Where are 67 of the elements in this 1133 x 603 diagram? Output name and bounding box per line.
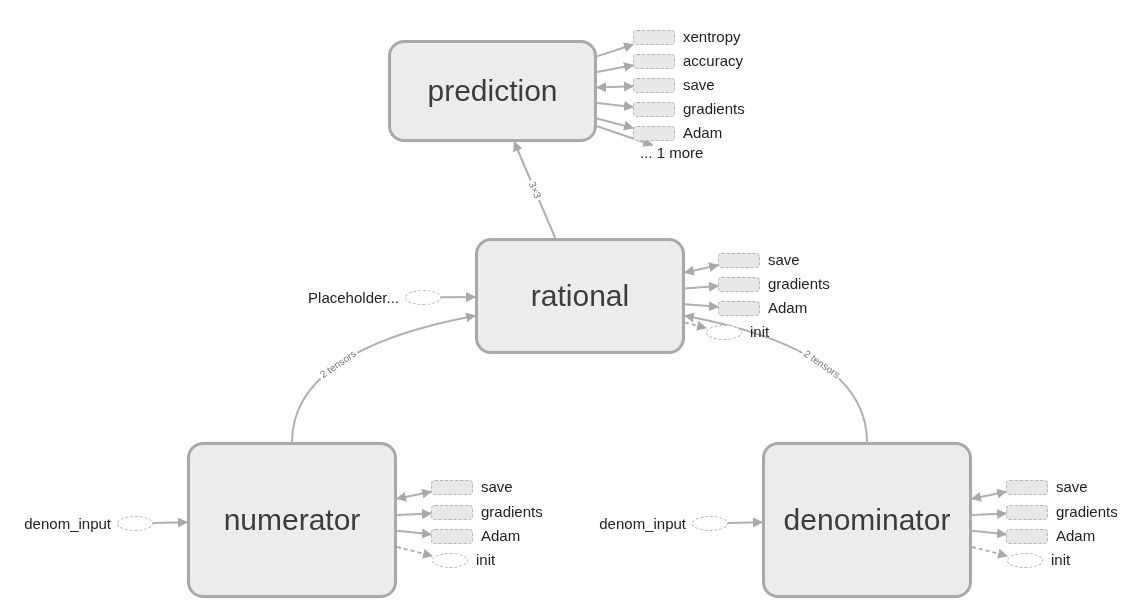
dashed-box [1006, 529, 1048, 544]
dashed-box [1006, 480, 1048, 495]
node-label: numerator [187, 442, 397, 598]
node-label: init [750, 323, 770, 340]
dashed-box [718, 277, 760, 292]
node-label: denom_input [599, 515, 686, 532]
node-label: rational [475, 238, 685, 354]
arrow [513, 141, 557, 239]
dashed-ellipse [1007, 553, 1043, 568]
arrow [684, 301, 719, 312]
dashed-box [633, 102, 675, 117]
dashed-box [633, 78, 675, 93]
dashed-ellipse [405, 290, 441, 305]
node-label: Adam [481, 527, 521, 544]
node-label: init [1051, 551, 1071, 568]
node-label: xentropy [683, 28, 741, 45]
dashed-box [1006, 505, 1048, 520]
node-label: init [476, 551, 496, 568]
dashed-box [431, 480, 473, 495]
arrow [596, 125, 654, 147]
arrow [596, 62, 634, 73]
arrow [440, 292, 476, 303]
arrow [971, 528, 1007, 539]
arrow [152, 517, 188, 528]
node-label: Adam [768, 299, 808, 316]
node-label: save [683, 76, 715, 93]
dashed-ellipse [117, 516, 153, 531]
arrow [684, 281, 719, 292]
arrow [396, 545, 433, 559]
node-label: save [1056, 478, 1088, 495]
arrow [396, 528, 432, 539]
node-label: ... 1 more [640, 145, 704, 161]
dashed-box [633, 126, 675, 141]
arrow [596, 42, 634, 58]
arrow [684, 320, 707, 331]
node-label: gradients [683, 100, 745, 117]
arrow [596, 81, 634, 93]
arrow [971, 488, 1007, 502]
dashed-ellipse [692, 516, 728, 531]
node-label: accuracy [683, 52, 744, 69]
node-label: gradients [1056, 503, 1118, 520]
dashed-ellipse [432, 553, 468, 568]
node-label: Adam [683, 124, 723, 141]
dashed-box [431, 505, 473, 520]
node-label: Placeholder... [308, 289, 399, 306]
dashed-box [633, 54, 675, 69]
node-label: save [768, 251, 800, 268]
node-label: gradients [768, 275, 830, 292]
arrow [396, 488, 432, 502]
node-label: save [481, 478, 513, 495]
dashed-box [633, 30, 675, 45]
node-label: gradients [481, 503, 543, 520]
dashed-box [431, 529, 473, 544]
node-label: prediction [388, 40, 597, 142]
arrow [971, 508, 1007, 519]
node-label: Adam [1056, 527, 1096, 544]
arrow [727, 517, 763, 528]
arrow [396, 508, 432, 519]
arrow [596, 101, 634, 112]
arrow [596, 117, 634, 131]
node-label: denom_input [24, 515, 111, 532]
dashed-box [718, 253, 760, 268]
node-label: denominator [762, 442, 972, 598]
arrow [684, 262, 719, 276]
arrow [971, 545, 1008, 559]
dashed-ellipse [706, 325, 742, 340]
dashed-box [718, 301, 760, 316]
